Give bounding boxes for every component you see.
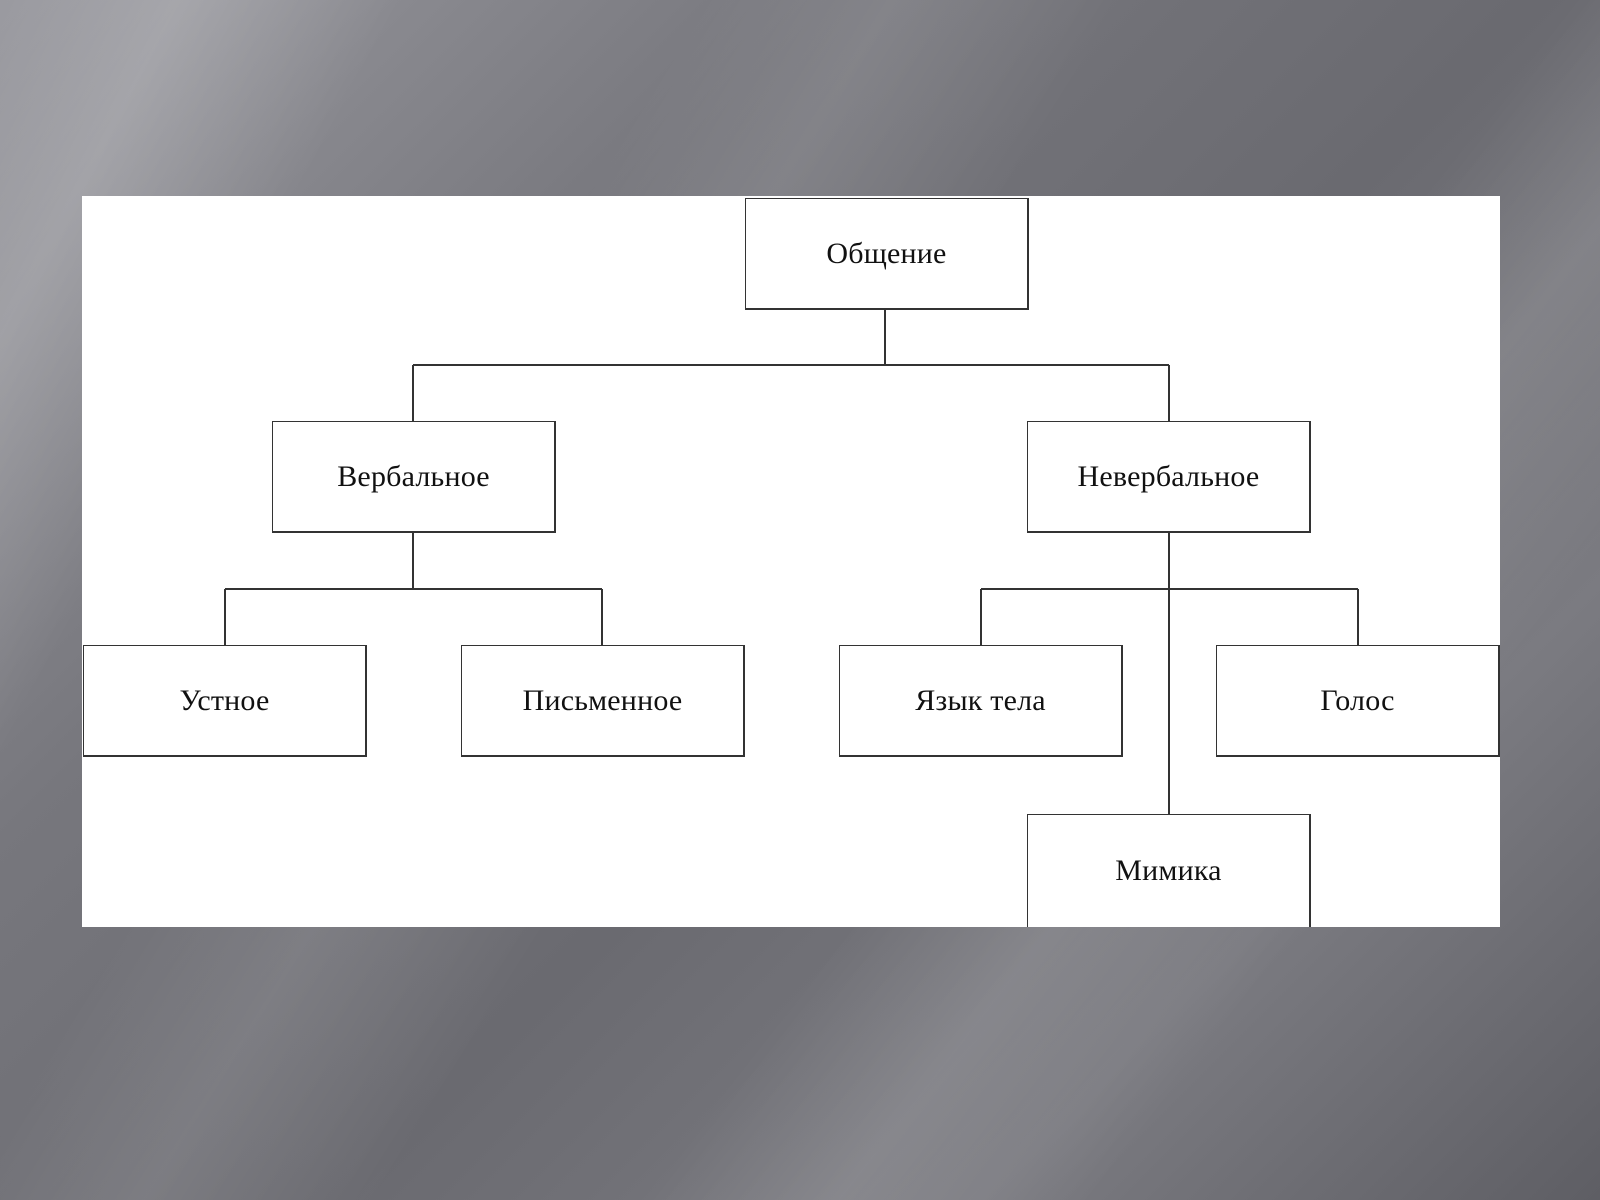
node-voice: Голос (1216, 645, 1500, 757)
node-written: Письменное (461, 645, 745, 757)
node-oral-label: Устное (179, 683, 270, 717)
node-body-language-label: Язык тела (915, 683, 1046, 717)
node-facial-expression: Мимика (1027, 814, 1311, 927)
node-body-language: Язык тела (839, 645, 1123, 757)
node-nonverbal-label: Невербальное (1077, 459, 1260, 493)
node-written-label: Письменное (522, 683, 683, 717)
node-verbal-label: Вербальное (337, 459, 490, 493)
node-oral: Устное (83, 645, 367, 757)
node-root-label: Общение (826, 236, 947, 270)
diagram-canvas: Общение Вербальное Невербальное Устное П… (82, 196, 1500, 927)
connector-lines (224, 310, 1359, 814)
node-nonverbal: Невербальное (1027, 421, 1311, 533)
node-voice-label: Голос (1320, 683, 1395, 717)
node-root: Общение (745, 198, 1029, 310)
node-facial-expression-label: Мимика (1115, 854, 1222, 887)
node-verbal: Вербальное (272, 421, 556, 533)
